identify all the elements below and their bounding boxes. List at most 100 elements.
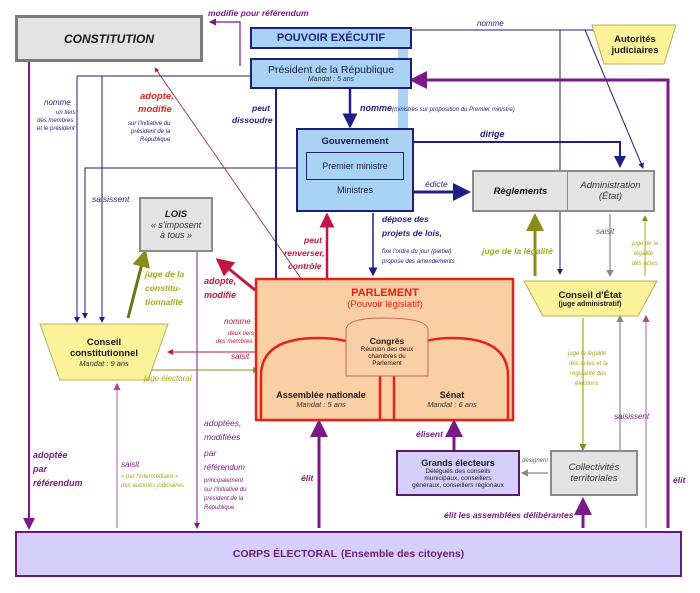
arrow-adopte-constitution — [154, 67, 319, 304]
label-saisit-admin: saisit — [596, 227, 615, 236]
label-saisit-juri-2: « par l'intermédiaire » — [121, 474, 179, 480]
label-adoptees-3: par — [204, 448, 217, 458]
label-nomme-parl-d1: deux tiers — [228, 331, 255, 337]
autorites-judiciaires-box[interactable]: Autorités judiciaires — [600, 26, 670, 64]
label-adoptees-8: République — [204, 505, 235, 511]
executive-title: POUVOIR EXÉCUTIF — [276, 32, 386, 44]
arrow-modifie-referendum — [208, 18, 241, 66]
cc-mandate: Mandat : 9 ans — [79, 358, 129, 368]
conseil-constitutionnel-box[interactable]: Conseil constitutionnel Mandat : 9 ans — [55, 327, 153, 377]
label-juge-actes-3: des actes — [632, 261, 658, 267]
label-juge-elections-1: juge la légalité — [568, 351, 607, 357]
label-elisent: élisent — [416, 429, 443, 439]
label-adoptee-1: adoptée — [33, 450, 68, 460]
label-depose-2: projets de lois, — [382, 228, 442, 238]
constitution-box[interactable]: CONSTITUTION — [15, 15, 203, 62]
label-nomme-parl-d2: des membres — [216, 339, 253, 345]
executive-box[interactable]: POUVOIR EXÉCUTIF — [250, 27, 412, 49]
label-adoptees-4: référendum — [204, 463, 245, 472]
label-saisit-parl: saisit — [231, 352, 250, 361]
label-adopte-lois-1: adopte, — [204, 276, 237, 286]
label-adoptees-1: adoptées, — [204, 418, 242, 428]
lois-box[interactable]: LOIS « s'imposent à tous » — [139, 197, 213, 252]
corps-electoral-title: CORPS ÉLECTORAL — [232, 548, 338, 560]
arrow-saisissent — [82, 167, 296, 319]
assemblee-mandate: Mandat : 5 ans — [296, 399, 346, 409]
administration-box[interactable]: Administration (État) — [568, 170, 655, 212]
label-elit-an: élit — [301, 473, 314, 483]
parlement-title: PARLEMENT — [351, 286, 419, 299]
label-nomme-cc-d3: et le président — [37, 126, 75, 132]
collectivites-line1: Collectivités — [568, 462, 620, 473]
lois-title: LOIS — [164, 209, 188, 220]
label-juge-electoral: juge électoral — [144, 374, 192, 383]
label-elit-assemblees: élit les assemblées délibérantes — [444, 510, 574, 520]
corps-electoral-subtitle: (Ensemble des citoyens) — [341, 548, 465, 560]
label-juge-actes-1: juge de la — [632, 241, 659, 247]
label-juge-elections-3: régularité des — [570, 371, 607, 377]
government-title: Gouvernement — [321, 136, 389, 147]
conseil-constitutionnel-shape — [39, 323, 169, 381]
collectivites-box[interactable]: Collectivités territoriales — [550, 450, 638, 496]
label-adopte-2: modifie — [138, 104, 172, 115]
congres-line2: chambres du — [368, 352, 406, 360]
conseil-etat-box[interactable]: Conseil d'État (juge administratif) — [540, 284, 640, 314]
arrow-dirige — [414, 141, 626, 168]
grands-electeurs-box[interactable]: Grands électeurs Délégués des conseils m… — [396, 450, 520, 496]
grands-electeurs-line3: généraux, conseillers régionaux — [412, 481, 504, 489]
congres-line3: Parlement — [372, 359, 402, 367]
congres-box[interactable]: Congrès Réunion des deux chambres du Par… — [346, 328, 428, 374]
corps-electoral-box[interactable]: CORPS ÉLECTORAL (Ensemble des citoyens) — [15, 531, 682, 577]
label-juge-elections-4: élections — [575, 381, 599, 387]
label-peut-renverser-3: contrôle — [288, 261, 322, 271]
label-juge-legalite: juge de la légalité — [482, 246, 553, 256]
senat-title: Sénat — [439, 389, 465, 400]
label-peut-renverser-2: renverser, — [284, 248, 325, 258]
label-edicte: édicte — [425, 179, 448, 189]
conseil-etat-shape — [523, 280, 658, 317]
parlement-header: PARLEMENT (Pouvoir législatif) — [300, 283, 470, 313]
congres-shape — [345, 317, 429, 377]
president-mandate: Mandat : 5 ans — [307, 76, 355, 83]
label-adoptees-2: modifiées — [204, 432, 241, 442]
cc-line1: Conseil — [86, 336, 122, 348]
assemblee-box[interactable]: Assemblée nationale Mandat : 5 ans — [262, 384, 380, 414]
label-juge-elections-2: des actes et la — [569, 361, 608, 367]
assemblee-title: Assemblée nationale — [276, 389, 366, 400]
conseil-etat-title: Conseil d'État — [558, 290, 622, 301]
congres-title: Congrès — [369, 335, 405, 346]
president-title: Président de la République — [267, 64, 395, 76]
autorites-judiciaires-shape — [591, 24, 677, 65]
label-dissoudre: dissoudre — [232, 115, 273, 125]
label-nomme-gov: nomme — [360, 103, 393, 113]
president-box[interactable]: Président de la République Mandat : 5 an… — [250, 58, 412, 89]
premier-ministre-label: Premier ministre — [322, 161, 388, 171]
reglements-box[interactable]: Règlements — [472, 170, 568, 212]
senat-mandate: Mandat : 6 ans — [427, 399, 477, 409]
senat-box[interactable]: Sénat Mandat : 6 ans — [396, 384, 508, 414]
label-juge-constit-2: constitu- — [145, 283, 181, 293]
constitution-title: CONSTITUTION — [64, 31, 154, 46]
label-adoptee-3: référendum — [33, 478, 83, 488]
label-dirige: dirige — [480, 129, 505, 139]
grands-electeurs-title: Grands électeurs — [421, 457, 495, 468]
premier-ministre-box[interactable]: Premier ministre — [306, 152, 404, 180]
label-adoptees-6: sur l'initiative du — [204, 487, 247, 493]
label-adoptees-7: président de la — [204, 496, 244, 502]
government-box[interactable]: Gouvernement Premier ministre Ministres — [296, 128, 414, 212]
label-depose-1: dépose des — [382, 214, 429, 224]
label-saisit-juri-1: saisit — [121, 460, 140, 469]
parlement-subtitle: (Pouvoir législatif) — [347, 298, 423, 310]
ministres-label: Ministres — [336, 185, 373, 195]
label-adopte-d3: République — [140, 137, 171, 143]
label-adopte-1: adopte, — [140, 91, 174, 102]
autorites-line2: judiciaires — [611, 45, 659, 56]
label-adopte-lois-2: modifie — [204, 290, 237, 300]
label-designent: désignent — [522, 458, 549, 464]
collectivites-line2: territoriales — [570, 473, 618, 484]
label-juge-constit-1: juge de la — [145, 269, 185, 279]
autorites-line1: Autorités — [614, 34, 656, 45]
label-elit-president: élit — [673, 475, 686, 485]
label-nomme-cc-d1: un tiers — [56, 110, 76, 116]
